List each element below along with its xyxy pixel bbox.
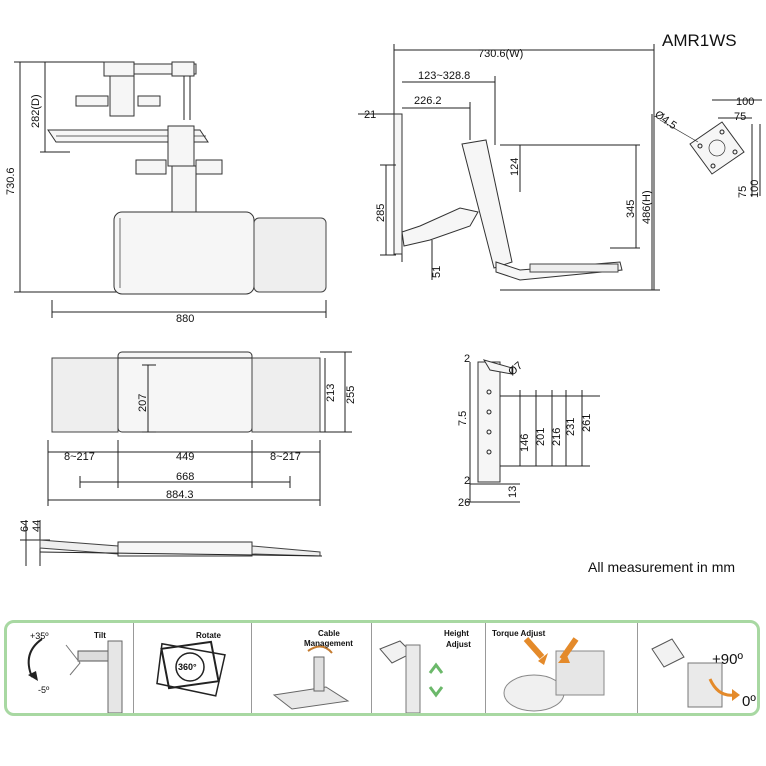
measurement-note: All measurement in mm <box>588 559 736 575</box>
model-title: AMR1WS <box>662 31 737 50</box>
dim-side-arm: 285 <box>375 204 387 222</box>
tilt-illustration <box>27 638 123 713</box>
dim-side-total: 486(H) <box>641 190 653 224</box>
feature-cable: Cable Management <box>252 623 372 713</box>
dim-plan-207: 207 <box>137 394 149 412</box>
dim-side-small: 51 <box>431 266 443 278</box>
dim-side-width: 730.6(W) <box>478 48 523 60</box>
dim-clamp-hole: Ø7 <box>506 360 525 379</box>
dim-low-44: 44 <box>31 520 43 532</box>
plan-view <box>47 351 352 506</box>
height-label-1: Height <box>444 629 469 638</box>
cable-illustration <box>272 645 350 710</box>
dim-side-range: 123~328.8 <box>418 70 470 82</box>
dim-clamp-216: 216 <box>551 428 563 446</box>
tilt-label: Tilt <box>94 631 106 640</box>
feature-torque: Torque Adjust <box>486 623 638 713</box>
dim-clamp-bottom: 2 <box>464 475 470 487</box>
dim-plan-overall: 884.3 <box>166 489 194 501</box>
dim-vesa-h75: 75 <box>734 111 746 123</box>
dim-plan-255: 255 <box>345 386 357 404</box>
dim-clamp-146: 146 <box>519 434 531 452</box>
height-illustration <box>379 640 444 713</box>
feature-rotate: Rotate 360° <box>134 623 252 713</box>
height-label-2: Adjust <box>446 640 471 649</box>
dim-clamp-75: 7.5 <box>457 411 469 426</box>
rotate-illustration <box>156 640 226 697</box>
feature-strip <box>4 620 760 716</box>
rotation-illustration <box>651 638 740 708</box>
cable-label-1: Cable <box>318 629 340 638</box>
tilt-down-value: -5º <box>38 685 50 695</box>
dim-clamp-top: 2 <box>464 353 470 365</box>
feature-rotation: +90º 0º <box>638 623 756 713</box>
dim-low-64: 64 <box>19 520 31 532</box>
side-view <box>358 44 660 291</box>
dim-front-height: 730.6 <box>5 167 17 195</box>
dim-clamp-201: 201 <box>535 428 547 446</box>
dim-plan-right-range: 8~217 <box>270 451 301 463</box>
torque-illustration <box>503 637 605 712</box>
dim-plan-left-range: 8~217 <box>64 451 95 463</box>
feature-height: Height Adjust <box>372 623 486 713</box>
rotate-label: Rotate <box>196 631 221 640</box>
dim-front-width: 880 <box>176 313 194 325</box>
rotation-zero: 0º <box>742 693 756 710</box>
rotation-plus: +90º <box>712 651 743 668</box>
dim-side-col: 124 <box>509 158 521 176</box>
dim-plan-center: 449 <box>176 451 194 463</box>
dim-vesa-v100: 100 <box>749 180 761 198</box>
dim-front-depth: 282(D) <box>30 94 42 128</box>
cable-label-2: Management <box>304 639 353 648</box>
vesa-plate <box>659 99 762 196</box>
low-view <box>20 520 323 566</box>
front-view <box>14 61 327 318</box>
dim-plan-213: 213 <box>325 384 337 402</box>
torque-label: Torque Adjust <box>492 629 546 638</box>
clamp-view <box>466 359 600 503</box>
rotate-badge: 360° <box>178 662 197 672</box>
dim-vesa-h100: 100 <box>736 96 754 108</box>
dim-side-gap: 21 <box>364 109 376 121</box>
dim-clamp-13: 13 <box>507 486 519 498</box>
dim-vesa-v75: 75 <box>737 186 749 198</box>
dim-clamp-261: 261 <box>581 414 593 432</box>
feature-tilt: +35º Tilt -5º <box>8 623 134 713</box>
dim-clamp-231: 231 <box>565 418 577 436</box>
dim-clamp-26: 26 <box>458 497 470 509</box>
dim-plan-inner: 668 <box>176 471 194 483</box>
tilt-up-value: +35º <box>30 631 49 641</box>
dim-side-tray: 345 <box>625 200 637 218</box>
dim-side-offset: 226.2 <box>414 95 442 107</box>
